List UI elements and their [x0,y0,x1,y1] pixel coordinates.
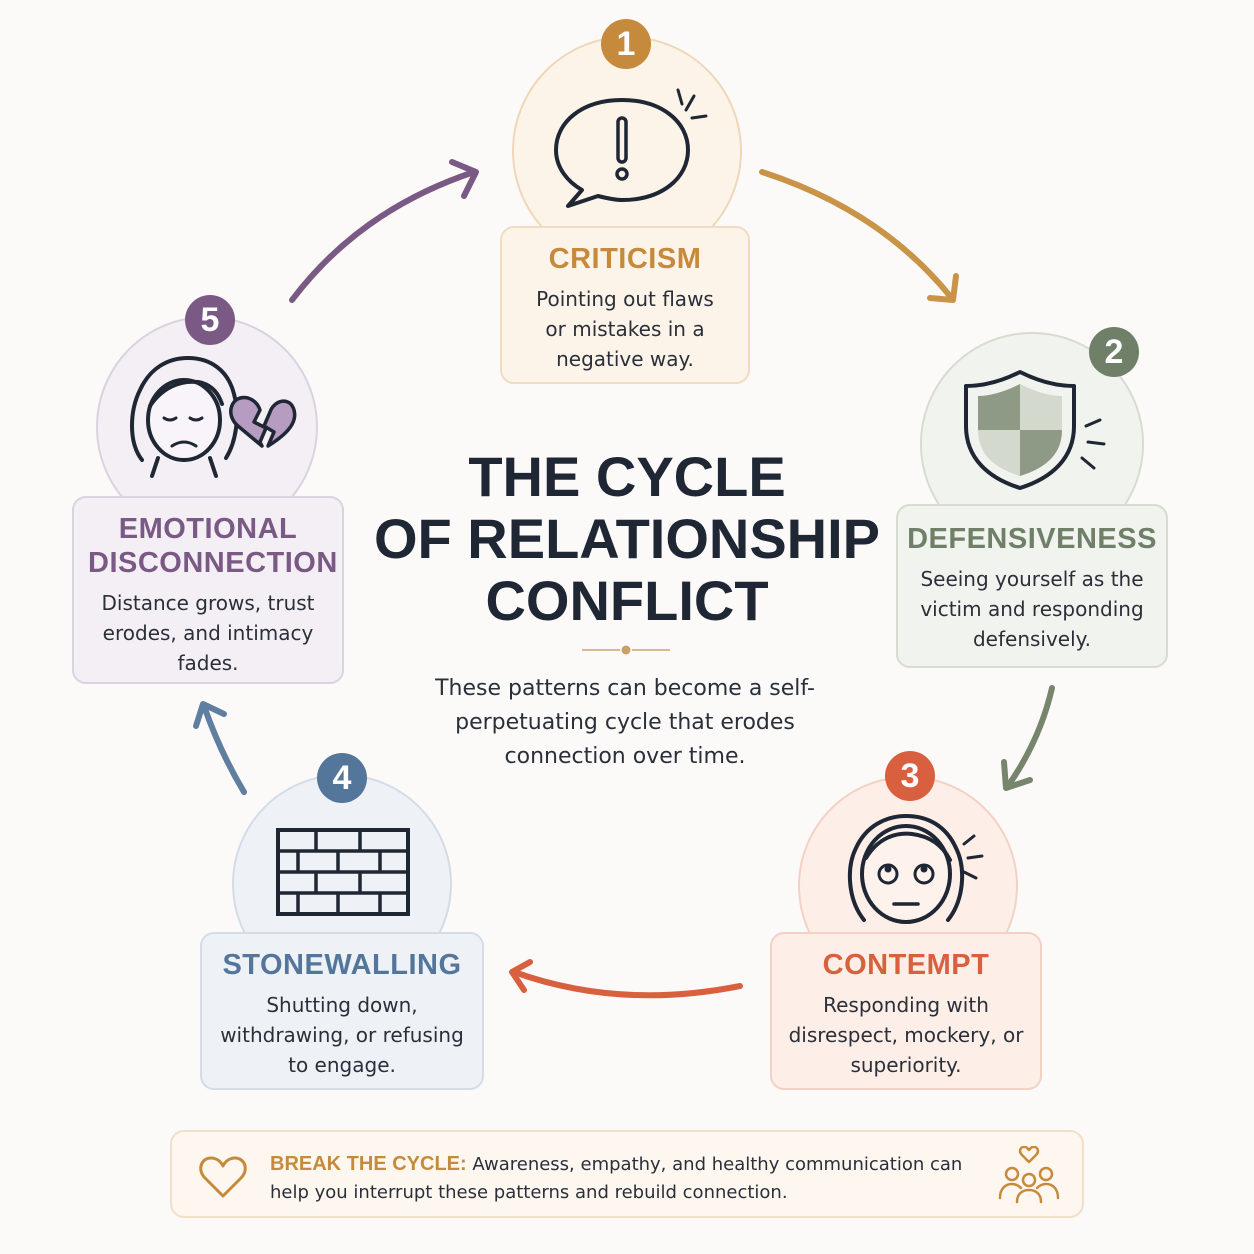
stonewalling-title: STONEWALLING [222,949,462,981]
arrow-disconnection-to-criticism [289,159,479,303]
step-4-badge: 4 [317,753,367,803]
banner-text: BREAK THE CYCLE: Awareness, empathy, and… [270,1150,970,1207]
criticism-title: CRITICISM [548,243,702,275]
contempt-description: Responding with disrespect, mockery, or … [788,993,1024,1077]
criticism-card: CRITICISM Pointing out flaws or mistakes… [500,226,750,384]
page-title: THE CYCLE OF RELATIONSHIP CONFLICT [360,446,894,632]
contempt-card: CONTEMPT Responding with disrespect, moc… [770,932,1042,1090]
eye-roll-face-icon [847,813,984,924]
title-line-2: OF RELATIONSHIP [373,507,881,570]
arrow-contempt-to-stonewalling [509,959,743,999]
arrow-defensiveness-to-contempt [1001,685,1055,791]
title-line-3: CONFLICT [485,569,769,632]
step-2-badge: 2 [1089,327,1139,377]
criticism-description: Pointing out flaws or mistakes in a nega… [536,287,714,371]
title-line-1: THE CYCLE [468,445,786,508]
step-1-badge: 1 [601,19,651,69]
defensiveness-description: Seeing yourself as the victim and respon… [920,567,1144,651]
people-heart-icon [998,1146,1060,1204]
break-the-cycle-banner: BREAK THE CYCLE: Awareness, empathy, and… [170,1130,1084,1218]
title-divider [582,645,670,655]
sad-person-broken-heart-icon [130,355,297,478]
disconnection-description: Distance grows, trust erodes, and intima… [101,591,315,675]
banner-label: BREAK THE CYCLE: [270,1153,467,1175]
defensiveness-title: DEFENSIVENESS [907,523,1157,555]
step-5-badge: 5 [185,295,235,345]
contempt-title: CONTEMPT [822,949,990,981]
heart-icon [199,1156,247,1198]
speech-bubble-exclamation-icon [554,88,708,208]
defensiveness-card: DEFENSIVENESS Seeing yourself as the vic… [896,504,1168,668]
disconnection-title: EMOTIONAL DISCONNECTION [88,513,338,579]
disconnection-card: EMOTIONAL DISCONNECTION Distance grows, … [72,496,344,684]
stonewalling-card: STONEWALLING Shutting down, withdrawing,… [200,932,484,1090]
shield-icon [964,370,1106,490]
brick-wall-icon [276,828,410,916]
stonewalling-description: Shutting down, withdrawing, or refusing … [220,993,464,1077]
arrow-stonewalling-to-disconnection [193,701,247,795]
subtitle: These patterns can become a self-perpetu… [435,676,815,769]
step-3-badge: 3 [885,751,935,801]
arrow-criticism-to-defensiveness [759,169,959,303]
banner-message: Awareness, empathy, and healthy communic… [270,1154,963,1203]
